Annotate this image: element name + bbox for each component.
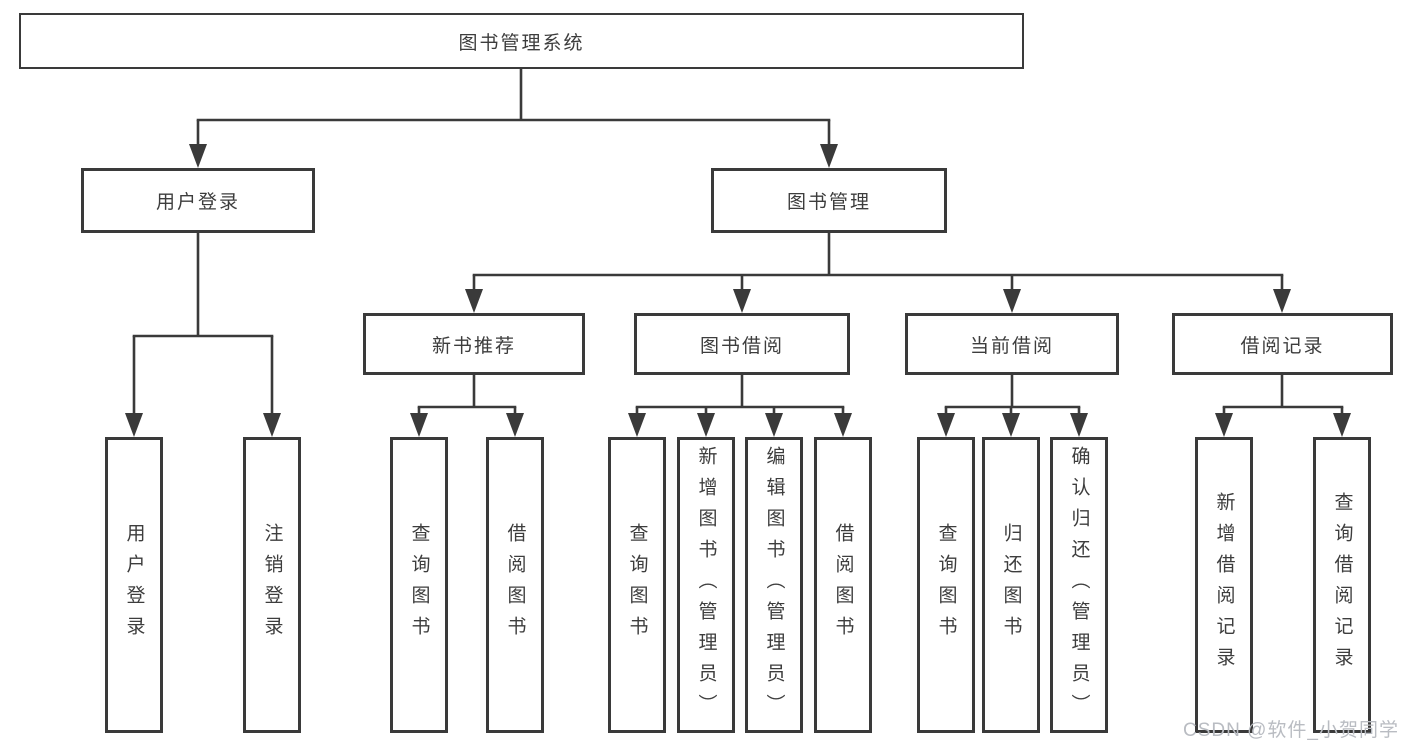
node-current-borrowing-label: 当前借阅 <box>969 335 1054 357</box>
node-user-login: 用户登录 <box>81 168 315 233</box>
node-borrow-books-borrowing: 借阅图书 <box>814 437 872 733</box>
node-user-login-action: 用户登录 <box>105 437 163 733</box>
node-current-borrowing: 当前借阅 <box>905 313 1119 375</box>
node-book-borrowing: 图书借阅 <box>634 313 850 375</box>
node-logout-action: 注销登录 <box>243 437 301 733</box>
node-borrow-books-borrowing-label: 借阅图书 <box>832 523 854 647</box>
node-logout-action-label: 注销登录 <box>261 523 283 647</box>
node-library-system: 图书管理系统 <box>19 13 1024 69</box>
node-add-books-admin: 新增图书（管理员） <box>677 437 735 733</box>
node-borrow-books-recommend: 借阅图书 <box>486 437 544 733</box>
node-confirm-return-admin-label: 确认归还（管理员） <box>1068 445 1090 725</box>
node-edit-books-admin: 编辑图书（管理员） <box>745 437 803 733</box>
node-book-borrowing-label: 图书借阅 <box>699 335 784 357</box>
node-book-management: 图书管理 <box>711 168 947 233</box>
node-user-login-label: 用户登录 <box>155 192 240 213</box>
node-borrow-records-label: 借阅记录 <box>1240 335 1325 357</box>
node-query-books-current-label: 查询图书 <box>935 523 957 647</box>
node-book-management-label: 图书管理 <box>786 192 871 213</box>
node-query-books-current: 查询图书 <box>917 437 975 733</box>
node-query-borrow-record: 查询借阅记录 <box>1313 437 1371 733</box>
node-borrow-books-recommend-label: 借阅图书 <box>504 523 526 647</box>
node-add-borrow-record-label: 新增借阅记录 <box>1213 492 1235 678</box>
node-query-books-recommend: 查询图书 <box>390 437 448 733</box>
node-add-books-admin-label: 新增图书（管理员） <box>695 445 717 725</box>
node-query-books-borrowing: 查询图书 <box>608 437 666 733</box>
node-query-books-borrowing-label: 查询图书 <box>626 523 648 647</box>
node-new-book-recommend-label: 新书推荐 <box>431 335 516 357</box>
node-edit-books-admin-label: 编辑图书（管理员） <box>763 445 785 725</box>
node-confirm-return-admin: 确认归还（管理员） <box>1050 437 1108 733</box>
node-return-books-label: 归还图书 <box>1000 523 1022 647</box>
node-user-login-action-label: 用户登录 <box>123 523 145 647</box>
watermark: CSDN @软件_小贺同学 <box>1183 715 1399 742</box>
node-query-books-recommend-label: 查询图书 <box>408 523 430 647</box>
node-return-books: 归还图书 <box>982 437 1040 733</box>
node-borrow-records: 借阅记录 <box>1172 313 1393 375</box>
node-new-book-recommend: 新书推荐 <box>363 313 585 375</box>
node-library-system-label: 图书管理系统 <box>458 32 585 54</box>
node-query-borrow-record-label: 查询借阅记录 <box>1331 492 1353 678</box>
watermark-text: CSDN @软件_小贺同学 <box>1183 720 1399 741</box>
node-add-borrow-record: 新增借阅记录 <box>1195 437 1253 733</box>
